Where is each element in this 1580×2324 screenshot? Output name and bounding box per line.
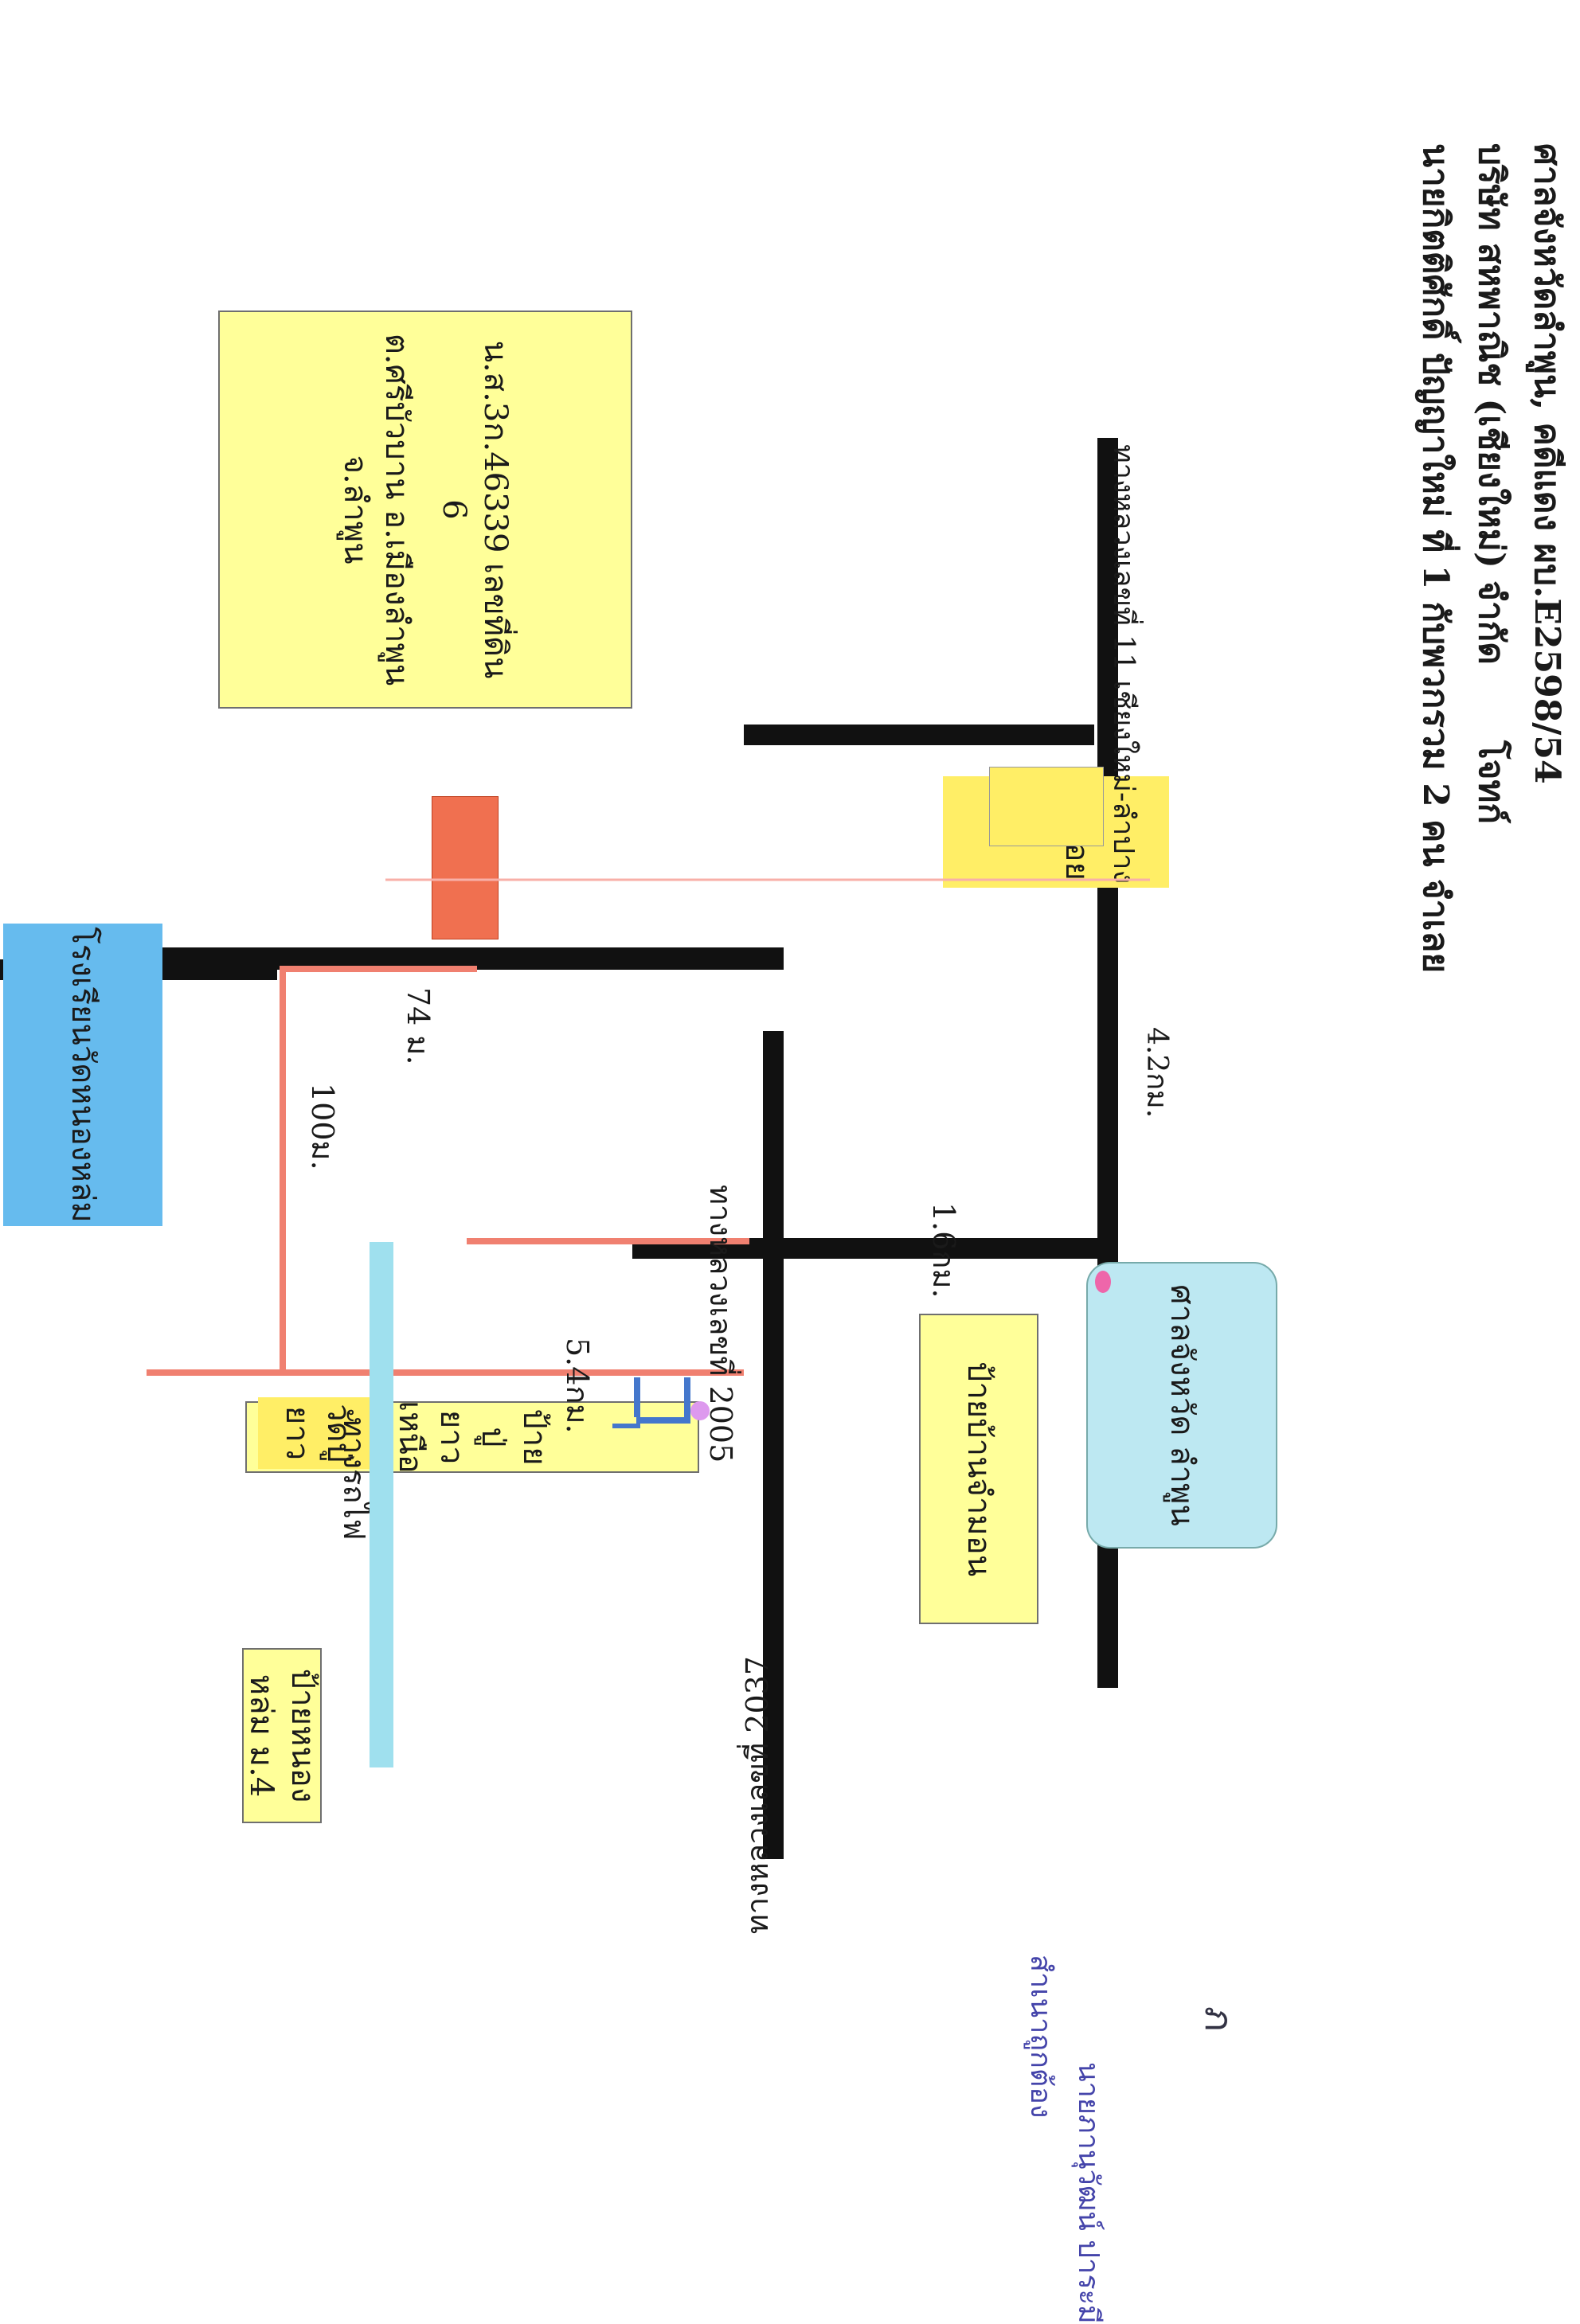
pu-yao-sign-dot [690, 1401, 710, 1420]
signatory-name: นายภานุวัฒน์ ปาระมี [1072, 2062, 1105, 2324]
bridge-mark-2 [634, 1377, 640, 1417]
certified-copy-label: สำเนาถูกต้อง [1024, 1955, 1057, 2119]
bridge-mark-4 [612, 1424, 640, 1428]
diagram-marks [370, 878, 1150, 1767]
ban-chammon-sign-dot [1095, 1271, 1111, 1293]
signature-mark: ภ [1196, 2006, 1241, 2032]
document-page: ศาลจังหวัดลำพูน, คดีแดง ผบ.E2598/54 บริษ… [0, 143, 1567, 2324]
route-diagram: น.ส.3ก.46339 เลขที่ดิน 6 ต.ศรีบัวบาน อ.เ… [0, 311, 1277, 1934]
bridge-mark-1 [684, 1377, 690, 1417]
bridge-mark-3 [636, 1417, 690, 1424]
